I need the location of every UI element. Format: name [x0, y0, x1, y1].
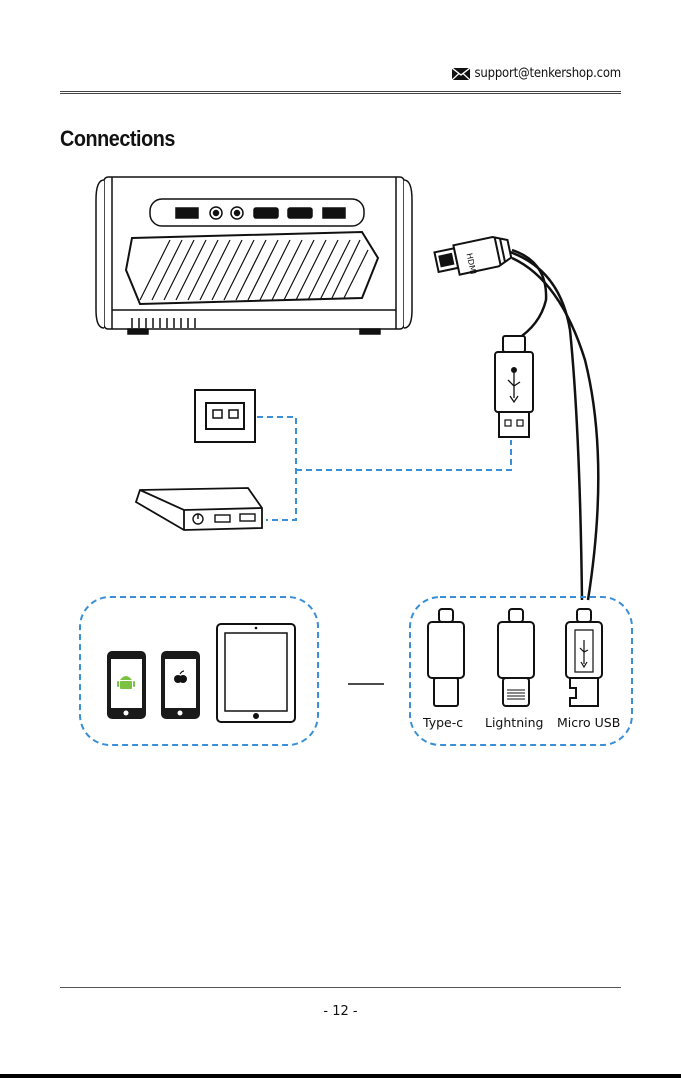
lightning-label: Lightning — [485, 715, 543, 730]
bottom-bar — [0, 1074, 681, 1078]
type-c-adapter — [428, 609, 464, 706]
dashed-connection-lines — [257, 417, 511, 520]
hdmi-usb-cable: HDMI — [434, 234, 598, 600]
micro-usb-adapter — [566, 609, 602, 706]
projector-illustration — [96, 177, 412, 334]
power-bank-illustration — [136, 488, 262, 530]
page-number: - 12 - — [0, 1004, 681, 1019]
micro-usb-label: Micro USB — [557, 715, 620, 730]
footer-rule — [60, 987, 621, 988]
adapters-group: Type-c Lightning Micro USB — [410, 597, 632, 745]
android-phone — [107, 651, 146, 719]
type-c-label: Type-c — [422, 715, 463, 730]
lightning-adapter — [498, 609, 534, 706]
devices-group — [80, 597, 318, 745]
iphone — [161, 651, 200, 719]
wall-outlet-illustration — [195, 390, 255, 442]
tablet — [217, 624, 295, 722]
